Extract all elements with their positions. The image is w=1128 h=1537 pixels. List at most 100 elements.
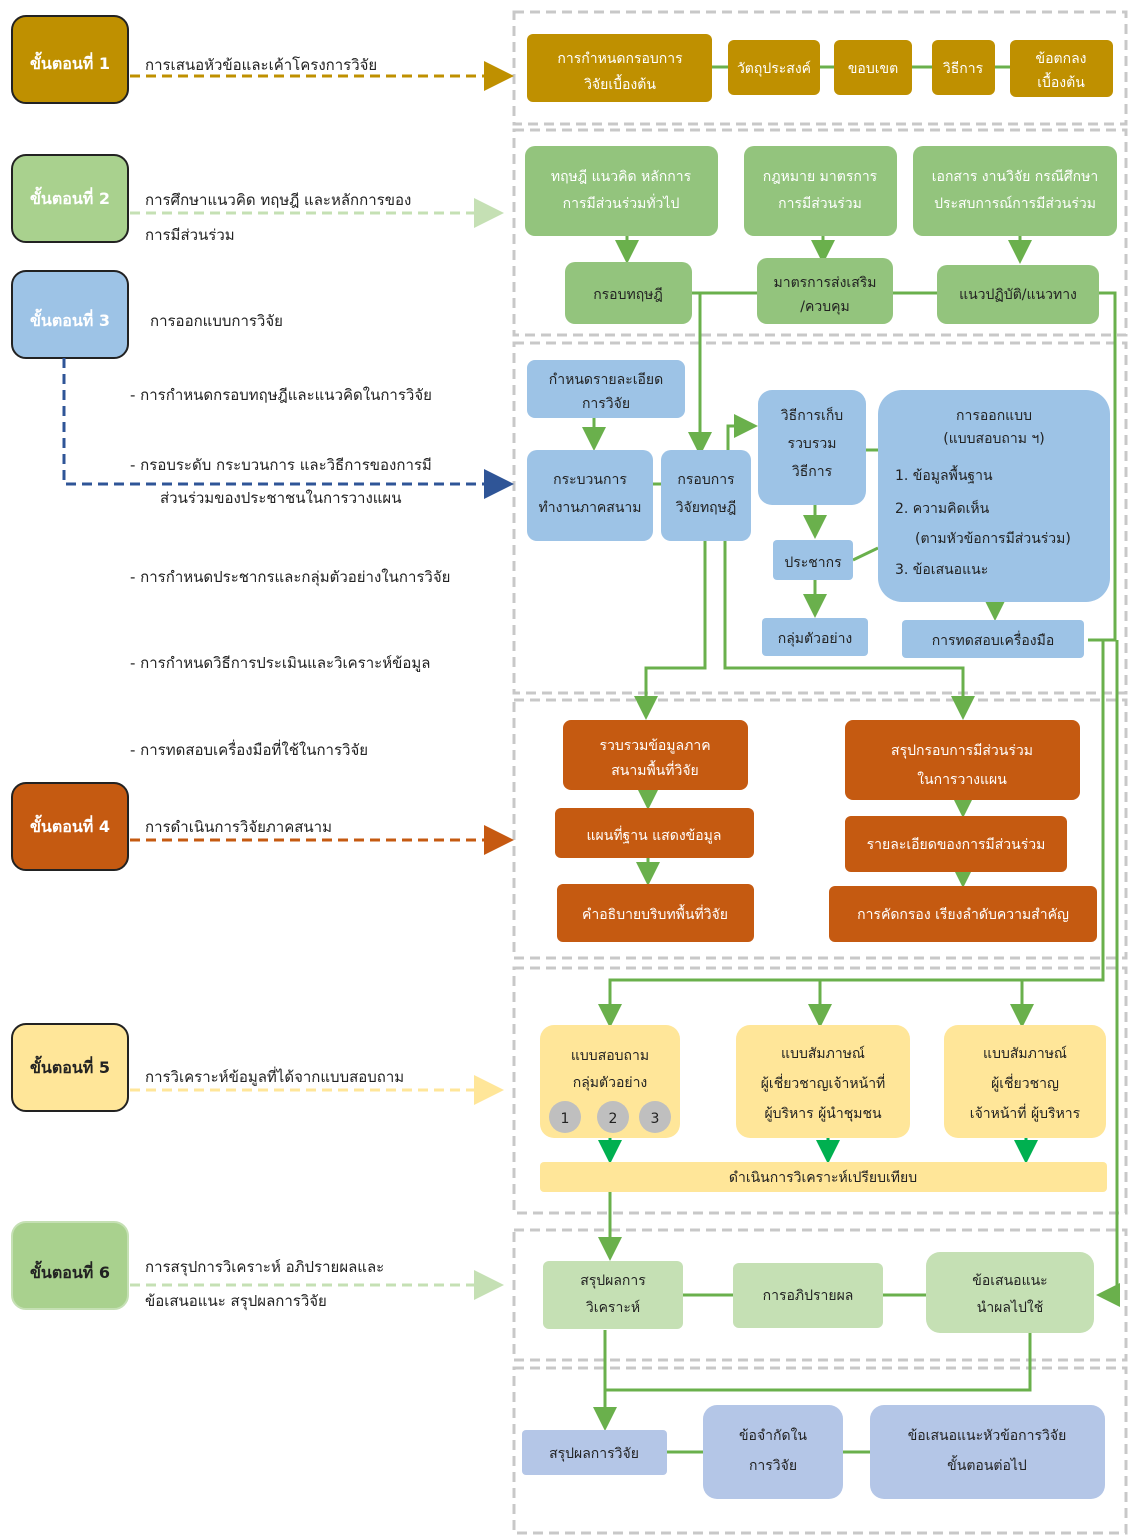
svg-text:1. ข้อมูลพื้นฐาน: 1. ข้อมูลพื้นฐาน [895,465,993,484]
svg-text:การออกแบบ: การออกแบบ [956,408,1032,424]
svg-text:แนวปฏิบัติ/แนวทาง: แนวปฏิบัติ/แนวทาง [959,287,1077,303]
box-interview-experts-leaders [736,1025,910,1138]
svg-text:เบื้องต้น: เบื้องต้น [1037,72,1085,91]
svg-text:3. ข้อเสนอแนะ: 3. ข้อเสนอแนะ [895,562,988,578]
svg-text:มาตรการส่งเสริม: มาตรการส่งเสริม [773,275,876,291]
svg-text:นำผลไปใช้: นำผลไปใช้ [977,1299,1043,1316]
zone-step3 [512,341,1128,695]
svg-text:กฎหมาย มาตรการ: กฎหมาย มาตรการ [763,169,878,185]
step-4-box: ขั้นตอนที่ 4 [11,782,129,871]
svg-text:รวบรวมข้อมูลภาค: รวบรวมข้อมูลภาค [599,738,710,754]
step-3-desc: การออกแบบการวิจัย [150,312,283,330]
svg-text:วิธีการเก็บ: วิธีการเก็บ [781,406,844,424]
svg-text:ขั้นตอนต่อไป: ขั้นตอนต่อไป [947,1455,1027,1474]
step-3-item-3: - การกำหนดประชากรและกลุ่มตัวอย่างในการวิ… [130,568,450,587]
box-analysis-summary [543,1261,683,1329]
box-comparative-analysis [540,1162,1107,1192]
svg-text:การมีส่วนร่วม: การมีส่วนร่วม [778,196,862,212]
box-methods [932,40,995,95]
svg-text:/ควบคุม: /ควบคุม [800,299,849,315]
box-participation-summary [845,720,1080,800]
svg-text:(ตามหัวข้อการมีส่วนร่วม): (ตามหัวข้อการมีส่วนร่วม) [915,531,1071,547]
svg-text:2. ความคิดเห็น: 2. ความคิดเห็น [895,499,990,517]
step-3-box: ขั้นตอนที่ 3 [11,270,129,359]
svg-text:กรอบทฤษฎี: กรอบทฤษฎี [593,287,663,303]
svg-text:คำอธิบายบริบทพื้นที่วิจัย: คำอธิบายบริบทพื้นที่วิจัย [582,904,728,923]
svg-text:วิจัยเบื้องต้น: วิจัยเบื้องต้น [584,74,656,93]
zone6-boxes: สรุปผลการ วิเคราะห์ การอภิปรายผล ข้อเสนอ… [543,1252,1094,1333]
svg-text:ผู้เชี่ยวชาญเจ้าหน้าที่: ผู้เชี่ยวชาญเจ้าหน้าที่ [761,1074,886,1092]
svg-text:ข้อจำกัดใน: ข้อจำกัดใน [739,1427,807,1444]
svg-text:การวิจัย: การวิจัย [582,396,630,412]
zone-step4 [512,698,1128,960]
svg-text:วิธีการ: วิธีการ [943,61,984,77]
step-descriptions: การเสนอหัวข้อและเค้าโครงการวิจัย การศึกษ… [130,56,450,1311]
box-theory-framework [565,262,692,324]
box-theory-research-framework [661,450,751,541]
step-6-box: ขั้นตอนที่ 6 [11,1221,129,1310]
svg-text:วัตถุประสงค์: วัตถุประสงค์ [737,60,811,77]
svg-text:ข้อเสนอแนะหัวข้อการวิจัย: ข้อเสนอแนะหัวข้อการวิจัย [908,1428,1067,1444]
box-promotion-control [757,258,893,324]
zone7-boxes: สรุปผลการวิจัย ข้อจำกัดใน การวิจัย ข้อเส… [522,1405,1105,1499]
svg-text:เจ้าหน้าที่ ผู้บริหาร: เจ้าหน้าที่ ผู้บริหาร [970,1104,1081,1122]
step-3-item-2-line2: ส่วนร่วมของประชาชนในการวางแผน [160,489,401,507]
box-future-research [870,1405,1105,1499]
step-2-box: ขั้นตอนที่ 2 [11,154,129,243]
zone-step1 [512,10,1128,126]
svg-text:แบบสัมภาษณ์: แบบสัมภาษณ์ [983,1045,1067,1062]
svg-text:ข้อเสนอแนะ: ข้อเสนอแนะ [972,1273,1047,1289]
box-interview-experts-officials [944,1025,1106,1138]
box-screening-priority [829,886,1097,942]
zone2-boxes: ทฤษฎี แนวคิด หลักการ การมีส่วนร่วมทั่วไป… [525,146,1117,324]
box-objectives [728,40,820,95]
zone-step2 [512,128,1128,337]
svg-text:ผู้เชี่ยวชาญ: ผู้เชี่ยวชาญ [991,1074,1059,1092]
box-research-detail [527,360,685,418]
box-discussion [733,1263,883,1328]
box-area-context [557,884,754,942]
step-2-label: ขั้นตอนที่ 2 [30,186,110,208]
zone4-boxes: รวบรวมข้อมูลภาค สนามพื้นที่วิจัย แผนที่ฐ… [555,720,1097,942]
box-laws-measures [744,146,897,236]
svg-text:การอภิปรายผล: การอภิปรายผล [763,1288,854,1304]
box-questionnaire-design [878,390,1110,602]
box-guidelines [937,265,1099,324]
box-population [773,540,853,580]
svg-text:(แบบสอบถาม ฯ): (แบบสอบถาม ฯ) [943,431,1044,447]
svg-text:กรอบการ: กรอบการ [677,472,735,488]
zone1-boxes: การกำหนดกรอบการ วิจัยเบื้องต้น วัตถุประส… [527,34,1113,102]
box-sample [762,618,868,656]
svg-text:3: 3 [651,1111,660,1127]
step-6-label: ขั้นตอนที่ 6 [30,1260,110,1282]
step-6-desc-line1: การสรุปการวิเคราะห์ อภิปรายผลและ [145,1258,384,1277]
box-documents-research [913,146,1117,236]
step-3-item-4: - การกำหนดวิธีการประเมินและวิเคราะห์ข้อม… [130,654,430,672]
svg-text:ทำงานภาคสนาม: ทำงานภาคสนาม [538,500,641,516]
step-6-desc-line2: ข้อเสนอแนะ สรุปผลการวิจัย [145,1292,327,1311]
svg-text:สรุปกรอบการมีส่วนร่วม: สรุปกรอบการมีส่วนร่วม [891,743,1033,759]
zone-step7 [512,1366,1128,1535]
step-3-item-5: - การทดสอบเครื่องมือที่ใช้ในการวิจัย [130,739,368,759]
box-assumptions [1010,40,1113,97]
box-theory-general [525,146,718,236]
svg-text:กระบวนการ: กระบวนการ [553,472,627,488]
connectors [582,65,1120,1454]
svg-text:การทดสอบเครื่องมือ: การทดสอบเครื่องมือ [932,631,1055,649]
zone-step6 [512,1228,1128,1362]
box-collection-methods [758,390,866,505]
box-initial-framework [527,34,712,102]
svg-text:การมีส่วนร่วมทั่วไป: การมีส่วนร่วมทั่วไป [563,194,680,212]
zone-step5 [512,966,1128,1215]
step-5-desc: การวิเคราะห์ข้อมูลที่ได้จากแบบสอบถาม [145,1066,404,1086]
step-2-desc-line2: การมีส่วนร่วม [145,226,235,244]
group-badge-2 [597,1101,629,1133]
box-fieldwork-process [527,450,653,541]
svg-text:ประสบการณ์การมีส่วนร่วม: ประสบการณ์การมีส่วนร่วม [934,195,1096,212]
svg-text:แผนที่ฐาน แสดงข้อมูล: แผนที่ฐาน แสดงข้อมูล [587,826,722,844]
svg-text:ข้อตกลง: ข้อตกลง [1036,51,1087,67]
step-4-desc: การดำเนินการวิจัยภาคสนาม [145,818,332,836]
box-base-map [555,808,754,858]
step-2-desc-line1: การศึกษาแนวคิด ทฤษฎี และหลักการของ [145,191,411,209]
